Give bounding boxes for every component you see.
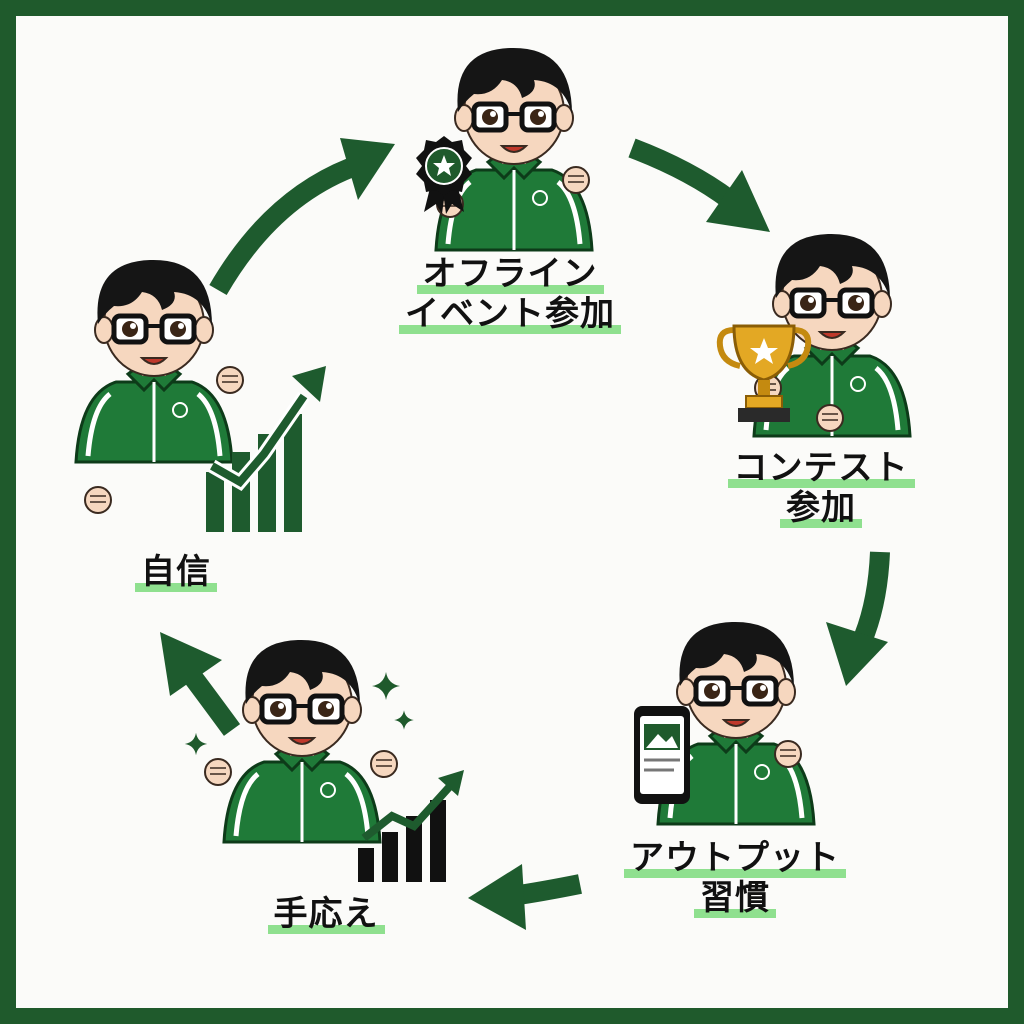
- label-contest: コンテスト 参加: [706, 448, 936, 528]
- growth-chart-icon: [206, 366, 326, 532]
- label-line: アウトプット: [624, 838, 846, 878]
- label-output-habit: アウトプット 習慣: [600, 838, 870, 918]
- label-line: 自信: [135, 552, 217, 592]
- label-line: 習慣: [694, 878, 776, 918]
- rosette-icon: [416, 136, 472, 214]
- arrow-head-icon: [468, 864, 526, 930]
- label-confidence: 自信: [106, 552, 246, 592]
- cycle-diagram-graphics: [16, 16, 1008, 930]
- arrow-head-icon: [826, 622, 888, 686]
- arrow-head-icon: [160, 632, 222, 696]
- arrow-head-icon: [340, 138, 395, 200]
- label-offline-event: オフライン イベント参加: [370, 254, 650, 334]
- label-feedback: 手応え: [236, 894, 416, 934]
- cycle-arrows: [160, 138, 890, 930]
- label-line: 参加: [780, 488, 862, 528]
- label-line: イベント参加: [399, 294, 621, 334]
- character-feedback: [204, 640, 398, 842]
- smartphone-icon: [634, 706, 690, 804]
- label-line: コンテスト: [727, 448, 915, 488]
- trophy-icon: [716, 324, 812, 422]
- label-line: オフライン: [416, 254, 604, 294]
- growth-chart-icon: [358, 770, 464, 882]
- arrow-head-icon: [706, 170, 770, 232]
- label-line: 手応え: [267, 894, 385, 934]
